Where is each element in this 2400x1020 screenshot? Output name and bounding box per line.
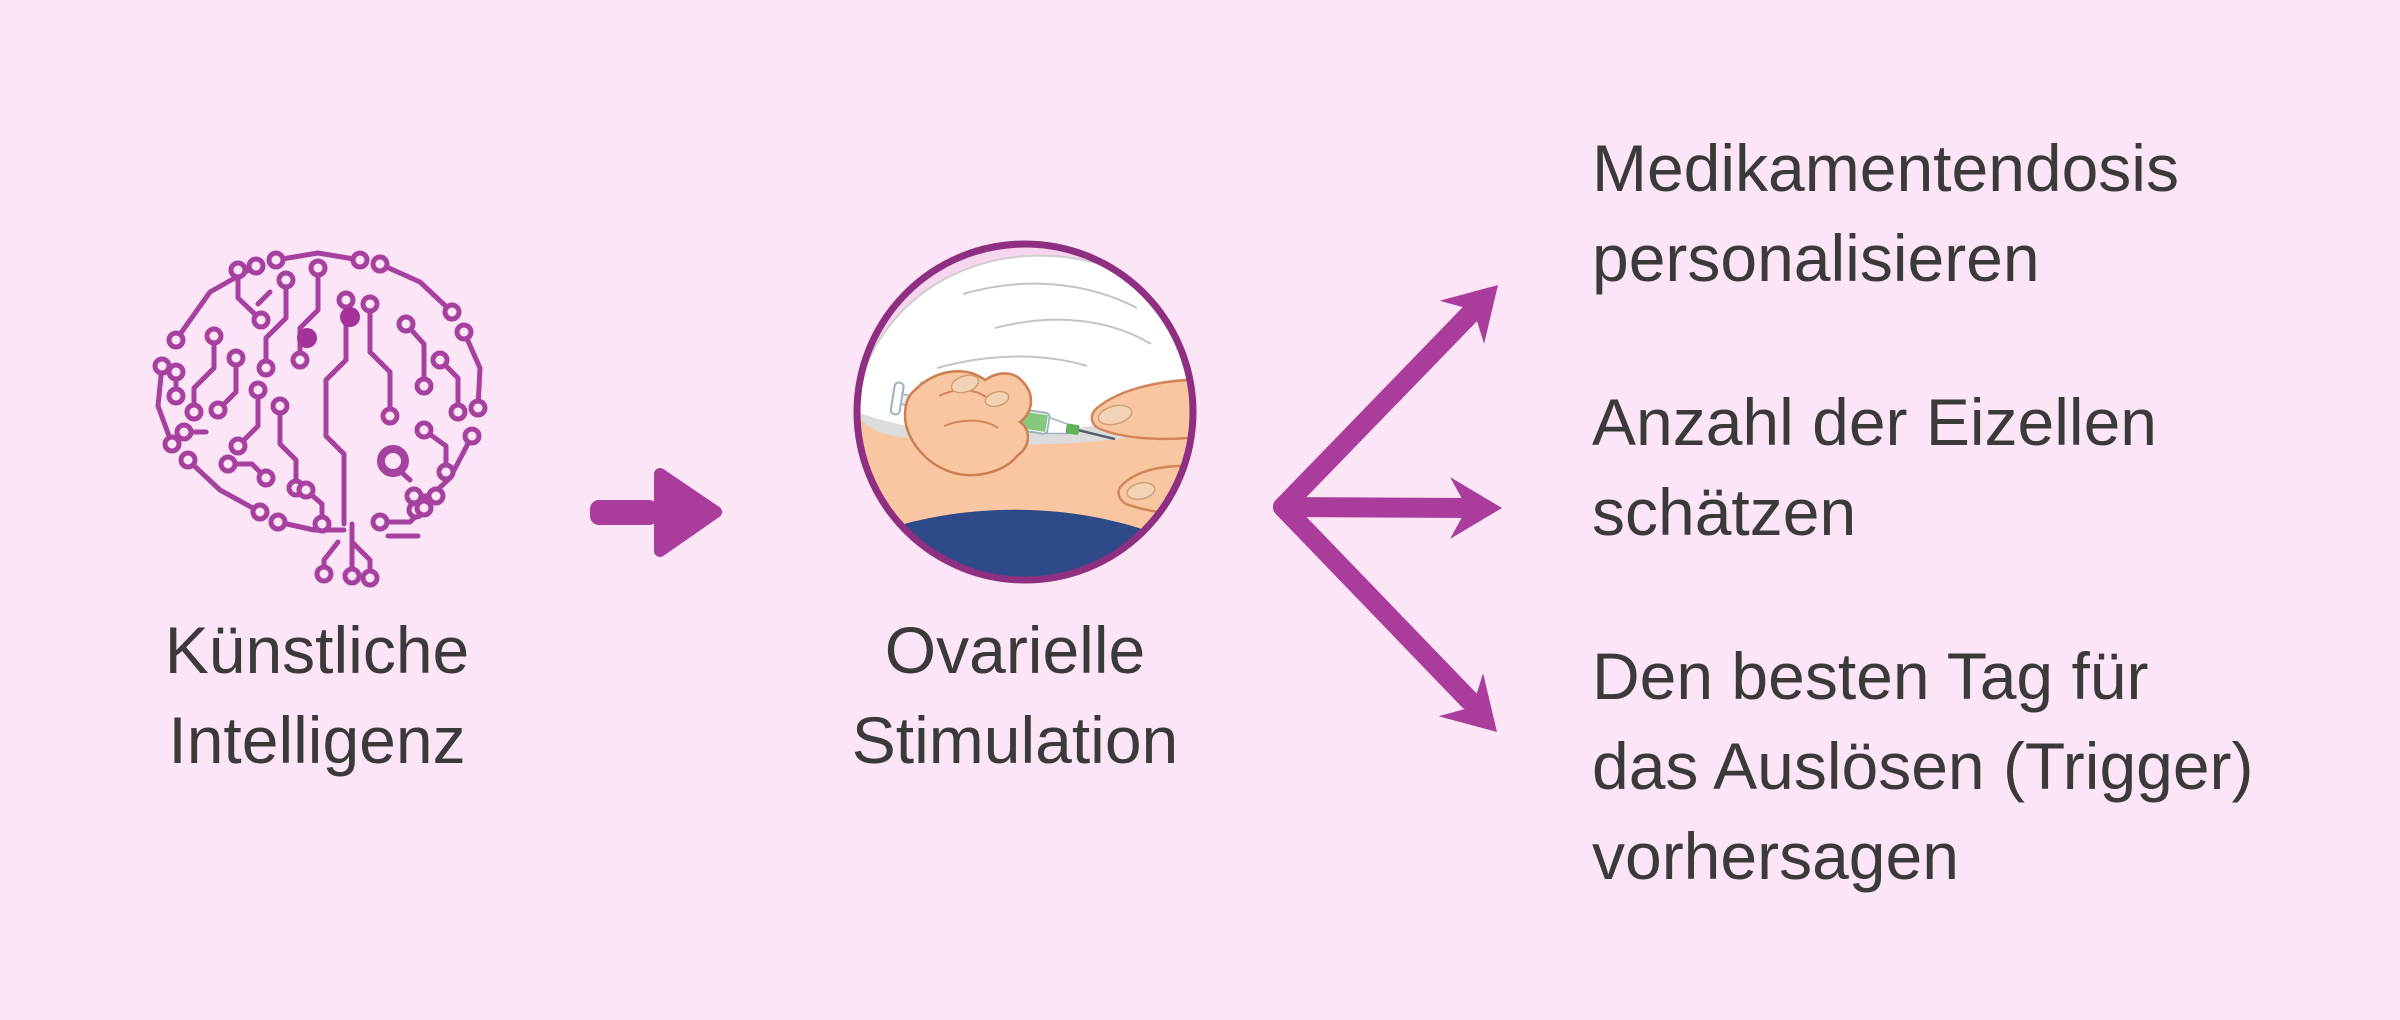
fingernail [1126, 481, 1156, 501]
circuit-dot [297, 328, 317, 348]
fingernail [1097, 404, 1133, 426]
center-node-label: Ovarielle Stimulation [851, 613, 1179, 777]
circuit-ring-node [377, 445, 409, 477]
fan-arrows-icon [1273, 285, 1502, 732]
outcome-item-eggs: Anzahl der Eizellen schätzen [1592, 385, 2157, 549]
circuit-dot [340, 307, 360, 327]
needle [1078, 429, 1116, 441]
abdominal-injection-illustration [853, 240, 1197, 584]
left-node-label: Künstliche Intelligenz [164, 613, 470, 777]
injecting-hand [903, 370, 1033, 477]
circuit-brain-icon [152, 250, 488, 588]
outcome-item-trigger: Den besten Tag für das Auslösen (Trigger… [1592, 639, 2254, 893]
outcome-item-dose: Medikamentendosis personalisieren [1592, 131, 2179, 295]
illustration-ring [853, 240, 1197, 584]
flow-arrow-icon [590, 468, 722, 557]
fingernail [984, 390, 1010, 408]
fingernail [950, 374, 980, 394]
outcome-list: Medikamentendosis personalisieren Anzahl… [1592, 123, 2254, 901]
